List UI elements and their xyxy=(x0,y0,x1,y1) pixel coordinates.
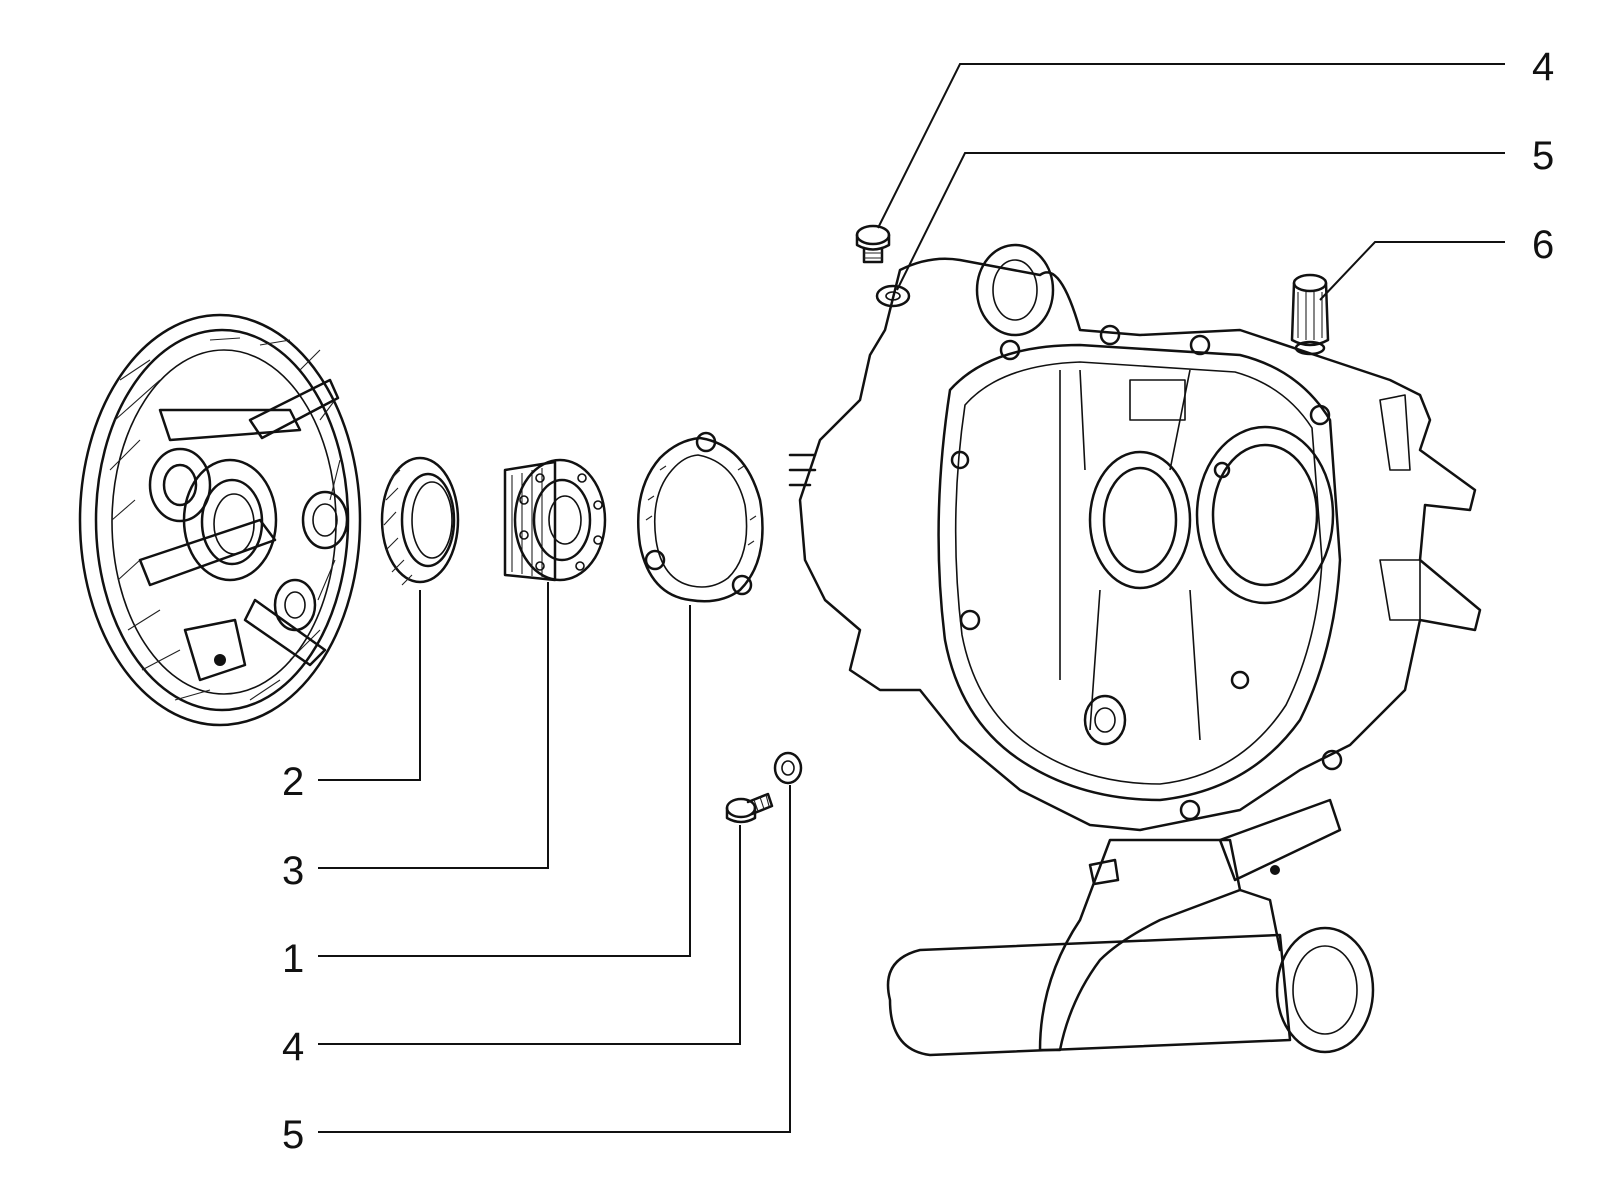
leader-5-bottom xyxy=(318,785,791,1133)
ball-bearing-part xyxy=(503,458,607,582)
flywheel-cover-part xyxy=(78,313,362,727)
callout-3: 3 xyxy=(282,849,304,893)
leader-1 xyxy=(318,605,691,957)
washer-bottom-part xyxy=(773,751,803,785)
screw-bottom-part xyxy=(725,792,774,824)
leader-4-top xyxy=(877,63,1505,229)
screw-top-part xyxy=(855,224,891,264)
leader-5-top xyxy=(896,152,1505,291)
callout-5-top: 5 xyxy=(1532,134,1554,178)
plug-part xyxy=(1290,273,1330,356)
callout-1: 1 xyxy=(282,937,304,981)
leader-3 xyxy=(318,582,549,869)
callout-5-bottom: 5 xyxy=(282,1113,304,1157)
callout-6: 6 xyxy=(1532,223,1554,267)
callout-4-top: 4 xyxy=(1532,45,1554,89)
oil-seal-part xyxy=(380,456,460,586)
leader-4-bottom xyxy=(318,825,741,1045)
leader-6 xyxy=(1319,241,1505,301)
washer-top-part xyxy=(875,284,911,308)
crankcase-part xyxy=(788,243,1482,1057)
callout-2: 2 xyxy=(282,760,304,804)
callout-numbers: 4 5 6 2 3 1 4 5 xyxy=(282,45,1554,1157)
leader-lines xyxy=(318,63,1505,1133)
gasket-part xyxy=(636,431,764,603)
callout-4-bottom: 4 xyxy=(282,1025,304,1069)
leader-2 xyxy=(318,590,421,781)
